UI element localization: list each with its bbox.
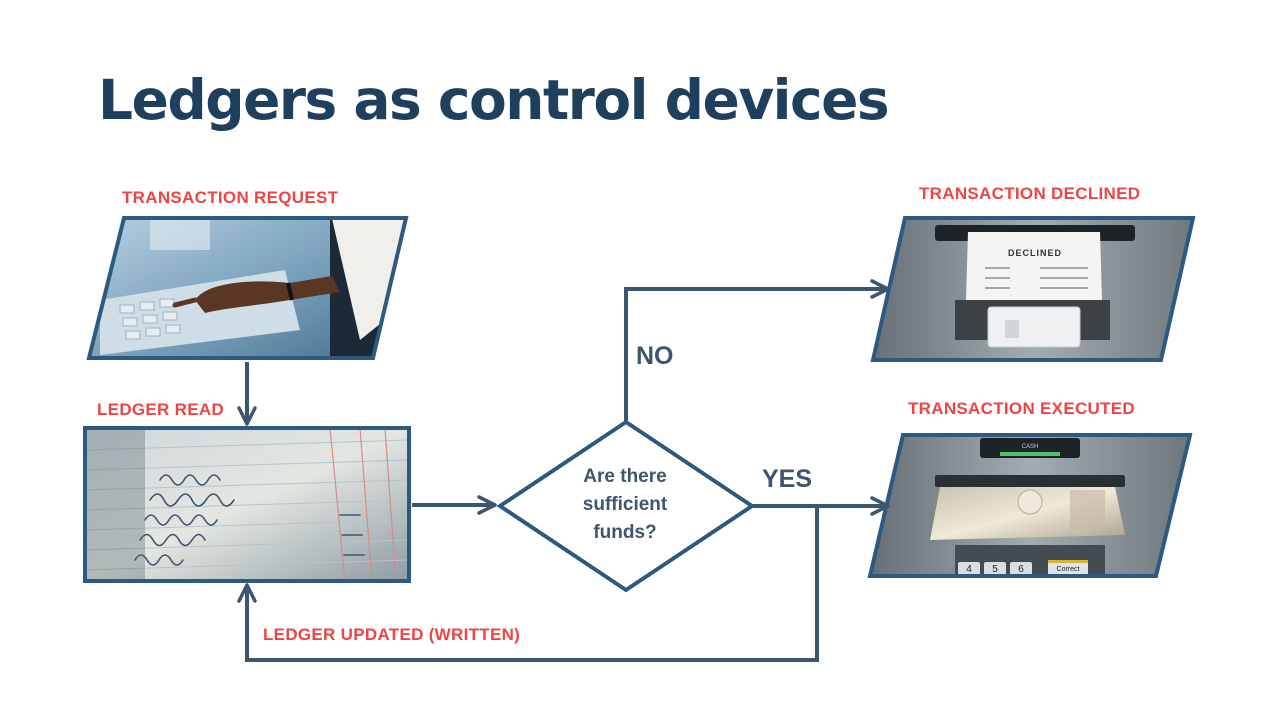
label-transaction-declined: TRANSACTION DECLINED — [919, 184, 1141, 203]
decision-line-3: funds? — [593, 522, 657, 543]
atm-cash-dispense-photo: CASH 4 5 6 Correct — [867, 433, 1193, 578]
decision-line-2: sufficient — [582, 494, 668, 515]
keypad-key-4: 4 — [966, 564, 972, 575]
label-ledger-read: LEDGER READ — [97, 400, 225, 419]
label-ledger-updated: LEDGER UPDATED (WRITTEN) — [263, 625, 521, 644]
handwritten-ledger-photo — [83, 426, 411, 583]
label-transaction-executed: TRANSACTION EXECUTED — [908, 399, 1136, 418]
arrow-no-to-declined — [624, 279, 890, 422]
decision-question: Are there sufficient funds? — [540, 463, 710, 547]
cash-screen-heading: CASH — [1022, 444, 1039, 450]
keypad-key-6: 6 — [1018, 564, 1024, 575]
branch-no-label: NO — [636, 342, 674, 370]
decision-diamond — [496, 419, 756, 593]
decision-line-1: Are there — [583, 466, 667, 487]
keypad-correct-key: Correct — [1057, 566, 1080, 573]
page-title: Ledgers as control devices — [98, 68, 890, 132]
declined-screen-heading: DECLINED — [1008, 248, 1062, 258]
arrow-ledger-update-loop — [237, 506, 819, 662]
keypad-key-5: 5 — [992, 564, 998, 575]
branch-yes-label: YES — [762, 465, 813, 493]
label-transaction-request: TRANSACTION REQUEST — [122, 188, 339, 207]
atm-declined-receipt-photo: DECLINED — [870, 216, 1196, 362]
atm-keypad-photo — [86, 216, 409, 360]
